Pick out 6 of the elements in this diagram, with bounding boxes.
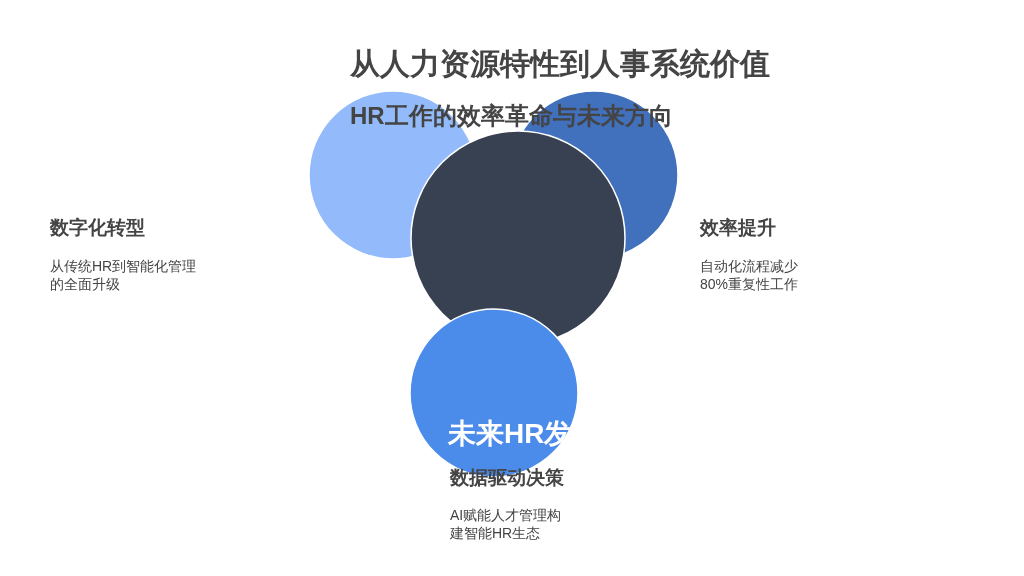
description: 自动化流程减少80%重复性工作 bbox=[700, 257, 800, 294]
description: 从传统HR到智能化管理的全面升级 bbox=[50, 257, 198, 294]
section-heading: 效率提升 bbox=[700, 216, 776, 240]
description: AI赋能人才管理构建智能HR生态 bbox=[450, 506, 563, 543]
section-heading: 数字化转型 bbox=[50, 216, 145, 240]
title: 从人力资源特性到人事系统价值 bbox=[350, 46, 770, 82]
